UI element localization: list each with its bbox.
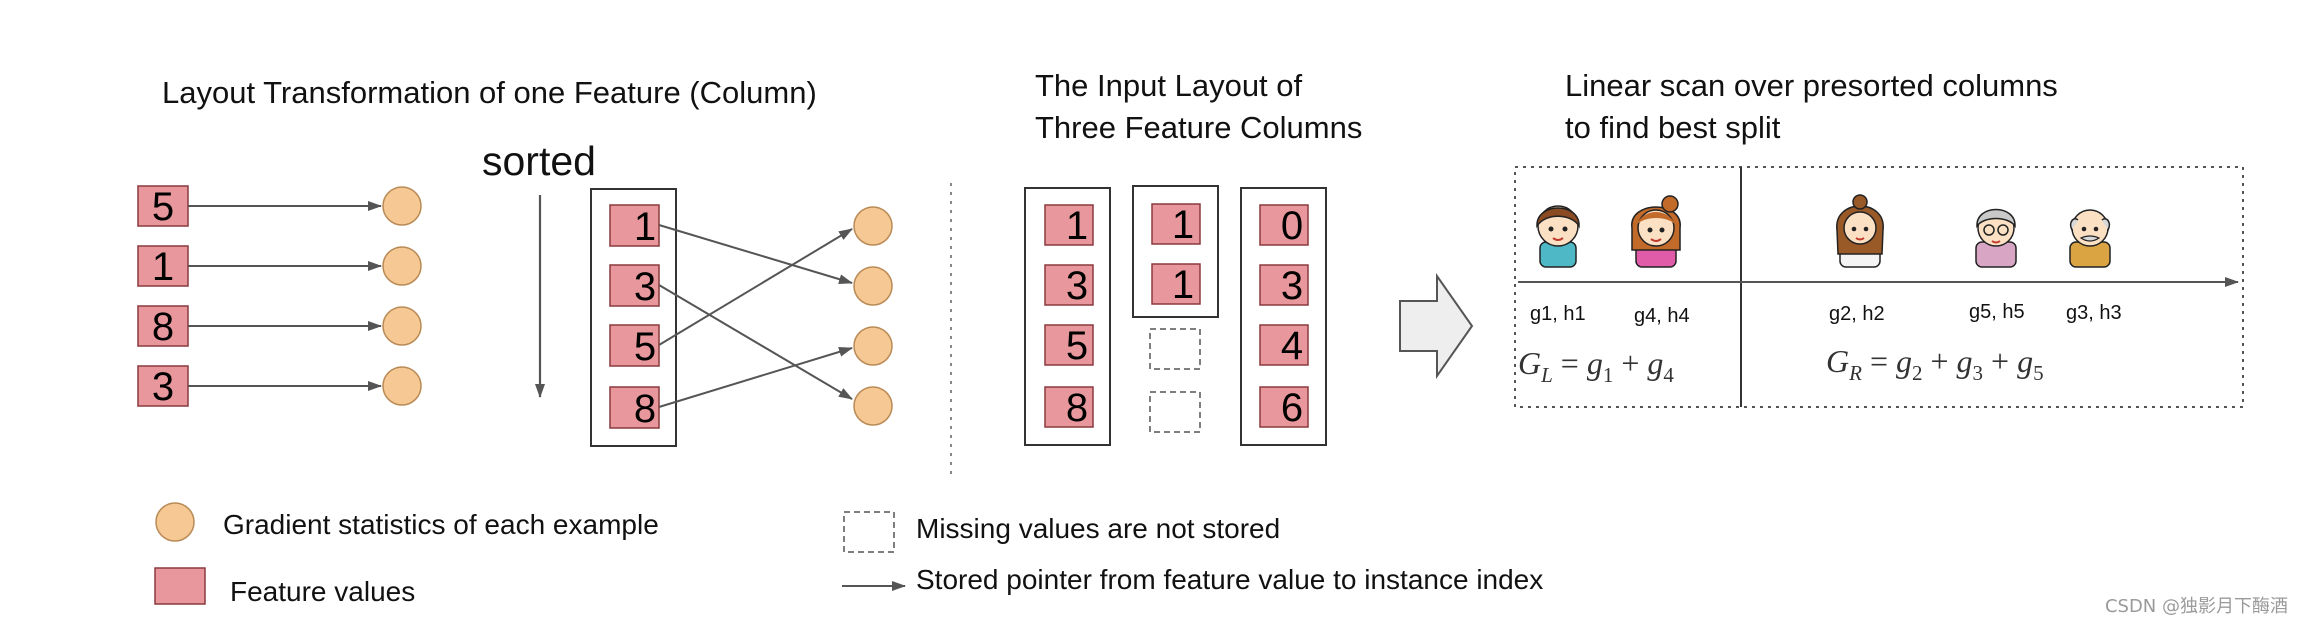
pointer-arrow [658,228,853,346]
feature-value: 1 [152,245,174,289]
feature-column-box [1132,185,1219,318]
feature-value-cell [609,324,660,367]
feature-value-cell [1044,264,1094,306]
feature-value: 5 [634,325,656,369]
feature-column-3: 0 3 4 6 [1240,187,1327,446]
feature-value-cell [1044,324,1094,366]
right-gh-label: g2, h2 [1829,303,1885,325]
formula-right: GR = g2 + g3 + g5 [1826,343,2044,385]
feature-value: 1 [1172,263,1194,307]
pointer-arrow [658,284,853,400]
left-gh-label: g4, h4 [1634,305,1690,327]
feature-value: 4 [1281,324,1303,368]
gradient-circle [382,186,422,226]
sorted-column-box [590,188,677,447]
feature-value: 6 [1281,386,1303,430]
feature-value: 5 [1066,324,1088,368]
feature-value-cell [1044,204,1094,246]
legend-gradient-circle [155,502,195,542]
feature-value-cell [609,264,660,307]
gradient-circle [853,326,893,366]
girl-icon [1631,195,1681,268]
gradient-circles-left [382,186,422,406]
feature-value-cell [1151,263,1201,305]
watermark: CSDN @独影月下酶酒 [2105,596,2288,617]
pointer-arrow [658,347,853,408]
unsorted-pointer-arrows [188,201,382,391]
missing-value-cell [1149,328,1201,370]
feature-value: 3 [1066,264,1088,308]
feature-value-cell [1151,203,1201,245]
section1-title: Layout Transformation of one Feature (Co… [162,75,817,110]
feature-value-cell [1259,204,1309,246]
unsorted-feature-column: 5 1 8 3 [137,185,189,409]
legend-feature-swatch [154,567,206,605]
section2-title-line1: The Input Layout of [1035,68,1303,103]
feature-value-cell [137,305,189,347]
feature-value-cell [137,245,189,287]
section3-title-line2: to find best split [1565,110,1781,145]
legend-pointer-text: Stored pointer from feature value to ins… [916,564,1543,595]
feature-column-box [1240,187,1327,446]
right-gh-label: g5, h5 [1969,301,2025,323]
section3-title-line1: Linear scan over presorted columns [1565,68,2058,103]
legend-missing-text: Missing values are not stored [916,513,1280,544]
feature-value: 8 [1066,386,1088,430]
feature-value-cell [1044,386,1094,428]
left-gh-label: g1, h1 [1530,303,1586,325]
gradient-circle [382,246,422,286]
feature-value: 1 [634,205,656,249]
feature-value-cell [1259,386,1309,428]
grandfather-icon [2069,209,2111,268]
feature-value-cell [1259,264,1309,306]
feature-value-cell [609,386,660,429]
feature-column-2: 1 1 [1132,185,1219,433]
gradient-circle [382,366,422,406]
feature-value: 1 [1066,204,1088,248]
gradient-circle [382,306,422,346]
woman-icon [1836,194,1884,268]
split-scan-box [1514,166,2244,408]
pointer-arrow [658,224,853,285]
feature-value: 3 [634,265,656,309]
formula-left: GL = g1 + g4 [1518,345,1674,387]
feature-column-box [1024,187,1111,446]
sorted-pointer-arrows [658,224,853,408]
gradient-circle [853,206,893,246]
legend-missing-swatch [843,511,895,553]
feature-value: 0 [1281,204,1303,248]
section2-title-line2: Three Feature Columns [1035,110,1362,145]
legend-feature-text: Feature values [230,576,415,607]
right-gh-label: g3, h3 [2066,302,2122,324]
gradient-circles-right [853,206,893,426]
feature-value: 8 [152,305,174,349]
sorted-feature-column: 1 3 5 8 [609,204,660,431]
grandmother-icon [1975,208,2017,268]
missing-value-cell [1149,391,1201,433]
sorted-label: sorted [482,138,596,184]
gradient-circle [853,386,893,426]
feature-value: 3 [152,365,174,409]
boy-icon [1536,205,1580,268]
feature-value: 3 [1281,264,1303,308]
feature-value-cell [1259,324,1309,366]
feature-value-cell [609,204,660,247]
legend-gradient-text: Gradient statistics of each example [223,509,659,540]
feature-column-1: 1 3 5 8 [1024,187,1111,446]
feature-value: 8 [634,387,656,431]
feature-value: 1 [1172,203,1194,247]
feature-value: 5 [152,185,174,229]
gradient-circle [853,266,893,306]
block-arrow-icon [1399,272,1474,380]
